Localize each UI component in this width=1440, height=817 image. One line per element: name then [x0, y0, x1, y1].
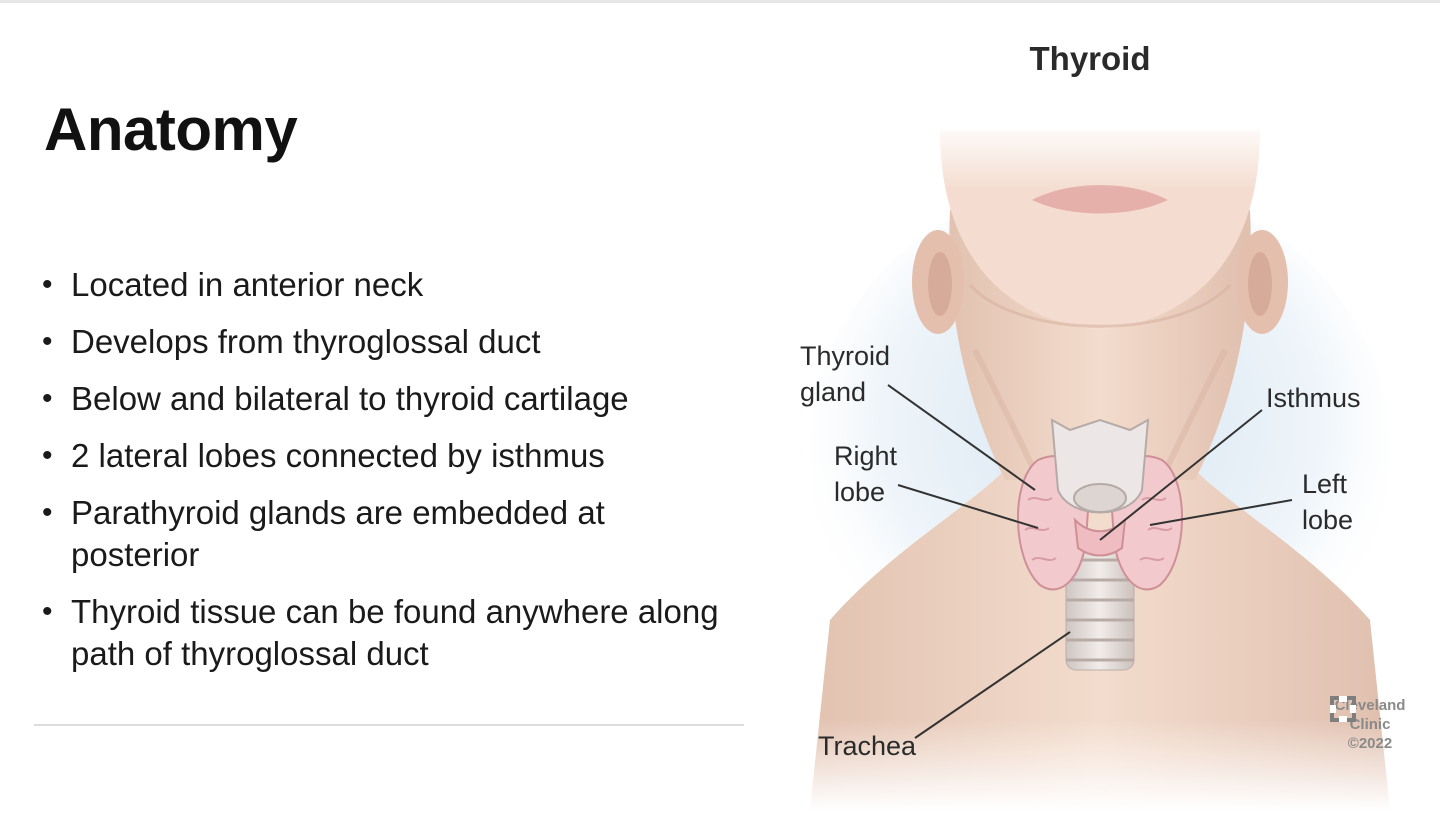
bullet-dot-icon: •	[42, 268, 53, 301]
bullet-item: • Develops from thyroglossal duct	[40, 321, 740, 363]
bullet-text: Below and bilateral to thyroid cartilage	[71, 380, 629, 417]
label-isthmus: Isthmus	[1266, 383, 1361, 413]
neck-illustration	[770, 120, 1430, 810]
bullet-item: • Located in anterior neck	[40, 264, 740, 306]
bullet-item: • Below and bilateral to thyroid cartilag…	[40, 378, 740, 420]
logo-text-line2: Clinic	[1349, 716, 1391, 733]
bullet-dot-icon: •	[42, 496, 53, 529]
bullet-item: • 2 lateral lobes connected by isthmus	[40, 435, 740, 477]
bullet-item: • Thyroid tissue can be found anywhere al…	[40, 591, 740, 675]
bullet-dot-icon: •	[42, 325, 53, 358]
slide-title: Anatomy	[44, 96, 298, 163]
logo-copyright: ©2022	[1347, 735, 1393, 752]
cleveland-clinic-logo-icon	[1330, 696, 1356, 722]
label-right-lobe: Right lobe	[834, 441, 898, 507]
bullet-item: • Parathyroid glands are embedded at post…	[40, 492, 740, 576]
bullet-text: Parathyroid glands are embedded at poste…	[71, 494, 605, 573]
bullet-text: 2 lateral lobes connected by isthmus	[71, 437, 605, 474]
thyroid-illustration: Thyroid Thyroid gland Right lobe Isthmus…	[770, 20, 1430, 810]
bullet-dot-icon: •	[42, 382, 53, 415]
top-divider	[0, 0, 1440, 3]
label-left-lobe: Left lobe	[1302, 469, 1354, 535]
bullet-text: Located in anterior neck	[71, 266, 424, 303]
label-thyroid-gland: Thyroid gland	[800, 341, 891, 407]
cleveland-clinic-logo: Cleveland Clinic ©2022	[1330, 696, 1410, 753]
bottom-divider	[34, 724, 744, 726]
bullet-dot-icon: •	[42, 439, 53, 472]
bullet-dot-icon: •	[42, 595, 53, 628]
label-trachea: Trachea	[818, 731, 917, 761]
figure-title: Thyroid	[1029, 40, 1151, 77]
bullet-list: • Located in anterior neck • Develops from…	[40, 264, 740, 690]
bullet-text: Develops from thyroglossal duct	[71, 323, 541, 360]
bullet-text: Thyroid tissue can be found anywhere alo…	[71, 593, 719, 672]
